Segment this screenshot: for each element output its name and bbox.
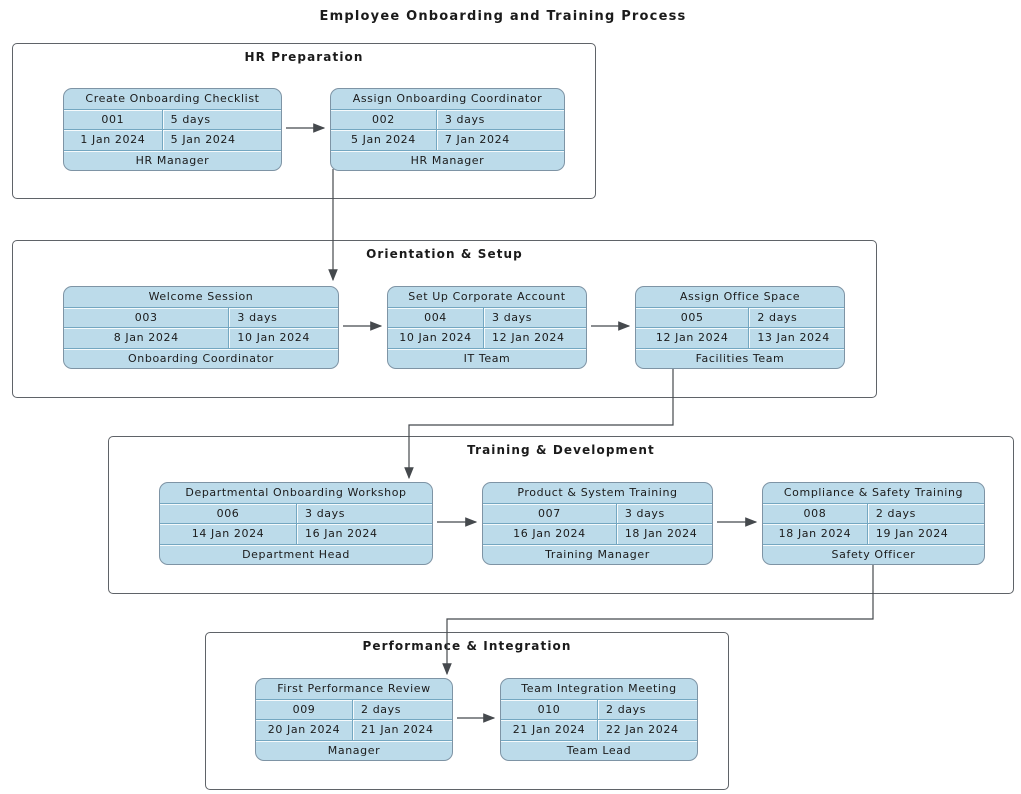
task-id: 002 [372,112,395,126]
task-duration: 2 days [866,503,984,523]
task-duration: 2 days [748,307,844,327]
task-responsible: Facilities Team [636,347,844,369]
task-node-006: Departmental Onboarding Workshop 006 3 d… [159,482,433,565]
task-node-004: Set Up Corporate Account 004 3 days 10 J… [387,286,587,369]
task-name: Assign Onboarding Coordinator [352,92,543,106]
task-name: First Performance Review [277,682,431,696]
task-id: 005 [680,310,704,324]
task-id: 009 [292,702,316,716]
task-start-date: 18 Jan 2024 [778,527,852,541]
task-start-date: 10 Jan 2024 [399,331,472,345]
task-responsible: HR Manager [331,149,564,171]
task-start-date: 8 Jan 2024 [113,331,179,345]
task-duration: 3 days [615,503,712,523]
cluster-label: Performance & Integration [362,639,572,653]
task-start-date: 21 Jan 2024 [512,723,586,737]
cluster-label: HR Preparation [244,50,364,64]
task-start-date: 14 Jan 2024 [191,527,265,541]
task-duration: 2 days [352,699,452,719]
task-node-003: Welcome Session 003 3 days 8 Jan 2024 10… [63,286,339,369]
task-start-date: 16 Jan 2024 [513,527,586,541]
task-start-date: 20 Jan 2024 [267,723,341,737]
task-name: Product & System Training [517,486,678,500]
task-node-010: Team Integration Meeting 010 2 days 21 J… [500,678,698,761]
task-id: 007 [538,506,561,520]
task-end-date: 7 Jan 2024 [435,130,564,150]
task-start-date: 1 Jan 2024 [80,133,146,147]
task-responsible: Training Manager [483,543,712,565]
task-node-007: Product & System Training 007 3 days 16 … [482,482,713,565]
task-responsible: Manager [256,739,452,761]
task-name: Create Onboarding Checklist [85,92,260,106]
task-duration: 3 days [435,109,564,129]
task-id: 006 [216,506,240,520]
task-name: Welcome Session [148,290,254,304]
task-duration: 2 days [597,699,697,719]
task-end-date: 18 Jan 2024 [615,524,712,544]
task-name: Compliance & Safety Training [783,486,964,500]
cluster-hr-preparation: HR Preparation [12,43,596,199]
task-node-008: Compliance & Safety Training 008 2 days … [762,482,985,565]
task-end-date: 16 Jan 2024 [296,524,432,544]
cluster-label: Training & Development [467,443,655,457]
task-id: 010 [537,702,561,716]
task-end-date: 10 Jan 2024 [228,328,338,348]
task-start-date: 12 Jan 2024 [655,331,729,345]
task-end-date: 19 Jan 2024 [866,524,984,544]
task-node-002: Assign Onboarding Coordinator 002 3 days… [330,88,565,171]
task-id: 003 [134,310,158,324]
task-name: Set Up Corporate Account [408,290,566,304]
cluster-label: Orientation & Setup [366,247,523,261]
task-id: 004 [424,310,447,324]
task-id: 001 [101,112,125,126]
task-duration: 3 days [228,307,338,327]
task-responsible: Team Lead [501,739,697,761]
task-end-date: 12 Jan 2024 [483,328,586,348]
task-node-001: Create Onboarding Checklist 001 5 days 1… [63,88,282,171]
task-end-date: 13 Jan 2024 [748,328,844,348]
task-end-date: 5 Jan 2024 [161,130,281,150]
task-duration: 3 days [296,503,432,523]
task-responsible: Safety Officer [763,543,984,565]
task-responsible: HR Manager [64,149,281,171]
task-end-date: 21 Jan 2024 [352,720,452,740]
task-end-date: 22 Jan 2024 [597,720,697,740]
task-name: Departmental Onboarding Workshop [185,486,407,500]
task-responsible: Department Head [160,543,432,565]
task-responsible: Onboarding Coordinator [64,347,338,369]
task-name: Assign Office Space [679,290,801,304]
task-node-009: First Performance Review 009 2 days 20 J… [255,678,453,761]
task-node-005: Assign Office Space 005 2 days 12 Jan 20… [635,286,845,369]
task-start-date: 5 Jan 2024 [350,133,416,147]
task-duration: 3 days [483,307,586,327]
task-id: 008 [803,506,827,520]
diagram-title: Employee Onboarding and Training Process [319,9,687,24]
task-responsible: IT Team [388,347,586,369]
task-name: Team Integration Meeting [521,682,677,696]
task-duration: 5 days [161,109,281,129]
